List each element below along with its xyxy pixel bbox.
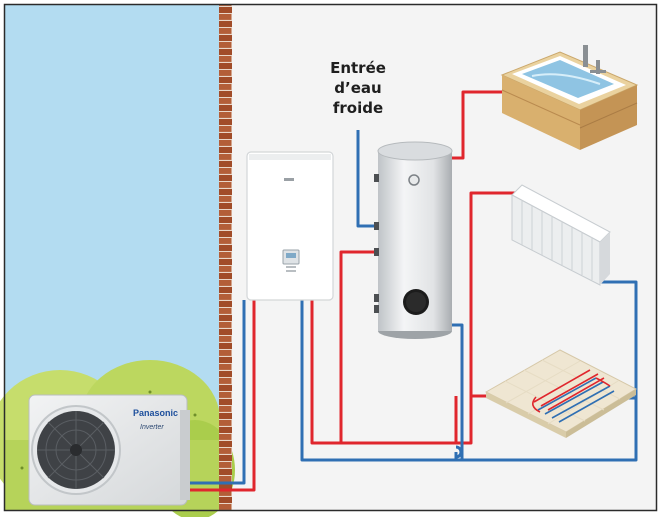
hot-water-tank <box>374 141 453 339</box>
cold-water-line-2: d’eau <box>334 79 382 97</box>
pipe-tank-coil-return <box>452 323 464 460</box>
outdoor-unit-brand: Panasonic <box>133 408 178 418</box>
brick-wall <box>219 5 232 510</box>
pipe-radiator-return <box>600 280 638 398</box>
frame <box>3 3 658 512</box>
pipe-cold-water-in <box>356 130 378 228</box>
radiator <box>511 184 611 286</box>
underfloor-heating <box>484 349 638 438</box>
outdoor-heat-pump-icon: Panasonic Inverter <box>28 394 190 506</box>
pipe-flow-main <box>310 191 515 445</box>
pipe-hot-water-out <box>448 90 515 160</box>
indoor-unit <box>246 151 334 301</box>
pipe-tank-coil-flow <box>339 250 378 443</box>
cold-water-line-1: Entrée <box>330 59 386 77</box>
cold-water-line-3: froide <box>332 99 384 117</box>
pipe-outdoor-flow <box>186 300 256 492</box>
bathtub <box>500 45 639 150</box>
outdoor-unit-sub-brand: Inverter <box>140 424 164 431</box>
cold-water-inlet-label: Entrée d’eau froide <box>318 58 398 118</box>
pipe-outdoor-return <box>186 300 246 485</box>
